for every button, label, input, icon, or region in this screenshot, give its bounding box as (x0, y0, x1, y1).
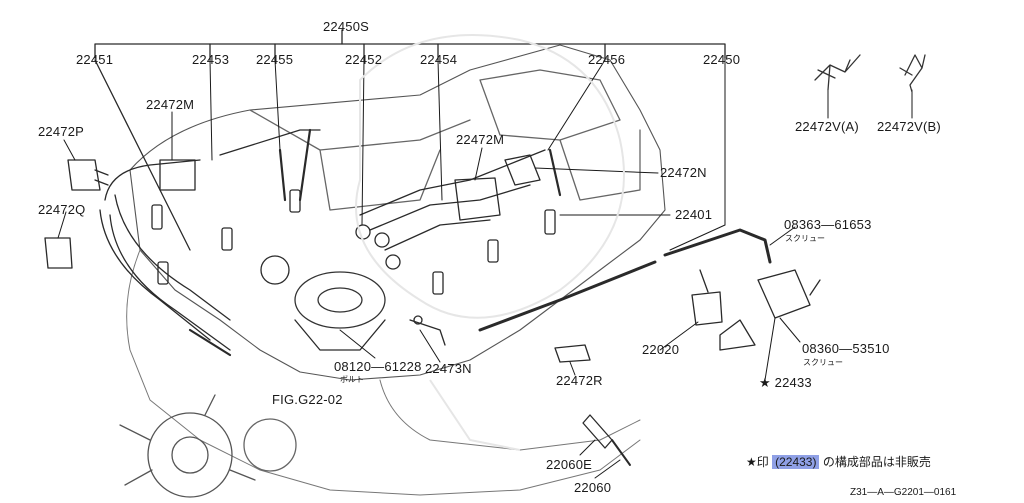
callout-08363-61653[interactable]: 08363—61653 (784, 217, 872, 232)
engine-block (129, 44, 666, 381)
callout-22451[interactable]: 22451 (76, 52, 114, 67)
callout-08120-61228[interactable]: 08120—61228 (334, 359, 422, 374)
callout-22450[interactable]: 22450 (703, 52, 741, 67)
callout-22472M-right[interactable]: 22472M (456, 132, 505, 147)
callout-22456[interactable]: 22456 (588, 52, 626, 67)
callout-08120-sub: ボルト (340, 375, 364, 384)
note-part-highlight[interactable]: (22433) (772, 455, 820, 469)
callout-22472V-A[interactable]: 22472V(A) (795, 119, 859, 134)
callout-22472R[interactable]: 22472R (556, 373, 603, 388)
callout-08363-sub: スクリュー (785, 234, 825, 243)
callout-22455[interactable]: 22455 (256, 52, 294, 67)
plug-wire-22451 (94, 59, 191, 251)
callout-22060E[interactable]: 22060E (546, 457, 593, 472)
callout-22020[interactable]: 22020 (642, 342, 680, 357)
callout-22433[interactable]: ★ 22433 (759, 375, 812, 390)
callout-22454[interactable]: 22454 (420, 52, 458, 67)
callout-08360-53510[interactable]: 08360—53510 (802, 341, 890, 356)
callout-22452[interactable]: 22452 (345, 52, 383, 67)
non-sale-note: ★印 (22433) の構成部品は非販売 (746, 455, 931, 469)
callout-08360-sub: スクリュー (803, 358, 843, 367)
callout-22472N[interactable]: 22472N (660, 165, 707, 180)
callout-22473N[interactable]: 22473N (425, 361, 472, 376)
note-suffix: の構成部品は非販売 (822, 455, 931, 469)
callout-22401[interactable]: 22401 (675, 207, 713, 222)
diagram-code: Z31—A—G2201—0161 (850, 487, 957, 498)
callout-22472Q[interactable]: 22472Q (38, 202, 86, 217)
figure-reference[interactable]: FIG.G22-02 (272, 392, 343, 407)
note-prefix: ★印 (746, 455, 769, 469)
callout-22472P[interactable]: 22472P (38, 124, 85, 139)
callout-22453[interactable]: 22453 (192, 52, 230, 67)
callout-22472V-B[interactable]: 22472V(B) (877, 119, 941, 134)
callout-22060[interactable]: 22060 (574, 480, 612, 495)
callout-22450S[interactable]: 22450S (323, 19, 370, 34)
callout-22472M-left[interactable]: 22472M (146, 97, 195, 112)
bracket-22450S (94, 43, 726, 59)
